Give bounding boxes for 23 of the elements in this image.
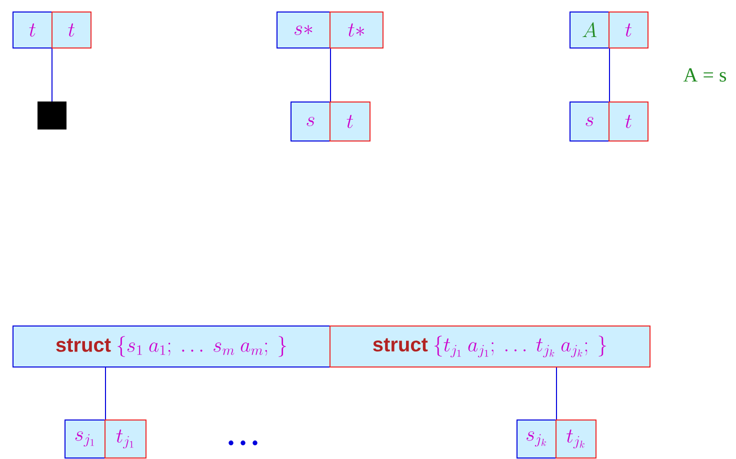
field-cell: $s_{j_1}$ [64, 420, 106, 458]
field-cell: $t *$ [330, 12, 384, 48]
connector-line [609, 48, 610, 102]
ellipsis-dots: • • • [228, 440, 258, 446]
field-cell: $t_{j_1}$ [104, 420, 146, 458]
field-cell: $t_{j_k}$ [556, 420, 596, 458]
field-cell: $s *$ [276, 12, 330, 48]
field-cell: $t$ [52, 12, 92, 48]
struct-cell: struct $\{t_{j_1}\ a_{j_1};\ \ldots\ t_{j_k}\ a_{j_k};\ \}$ [330, 326, 650, 368]
field-cell: $s$ [290, 102, 330, 142]
field-cell: $s_{j_k}$ [516, 420, 556, 458]
connector-line [556, 367, 557, 420]
field-cell: $A$ [570, 12, 610, 48]
struct-cell: struct $\{s_1\ a_1;\ \ldots\ s_m\ a_m;\ \}$ [12, 326, 330, 368]
filled-square [38, 102, 66, 130]
connector-line [330, 48, 331, 102]
field-cell: $t$ [330, 102, 370, 142]
field-cell: $t$ [12, 12, 52, 48]
connector-line [105, 367, 106, 420]
equation-label: A = s [683, 68, 726, 82]
field-cell: $t$ [608, 102, 648, 142]
field-cell: $s$ [570, 102, 610, 142]
field-cell: $t$ [608, 12, 648, 48]
